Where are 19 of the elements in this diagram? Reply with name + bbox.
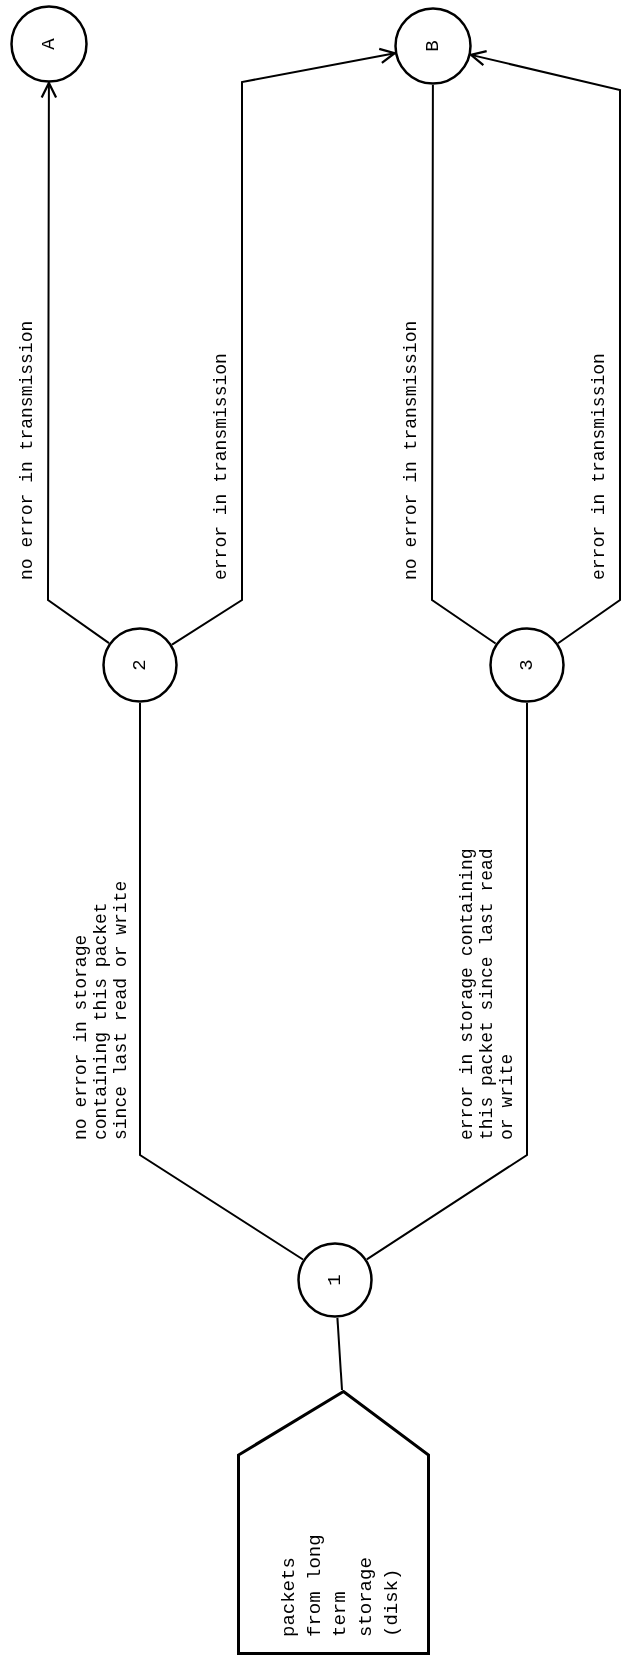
node-label: 1 xyxy=(325,1274,345,1286)
connector-line xyxy=(365,702,528,1261)
arrow xyxy=(171,47,396,646)
state-circle xyxy=(297,1242,373,1318)
node-label: 3 xyxy=(517,659,537,671)
state-circle xyxy=(489,627,565,703)
box-text: packets from long term storage (disk) xyxy=(277,1533,404,1637)
source-box xyxy=(237,1390,430,1655)
connector-line xyxy=(431,84,497,645)
node-label: 2 xyxy=(130,659,150,671)
connector-line xyxy=(336,1316,343,1391)
arrow xyxy=(40,81,110,645)
arrow xyxy=(469,50,621,645)
connector-line xyxy=(139,702,304,1261)
node-label: B xyxy=(423,40,443,52)
state-circle xyxy=(102,627,178,703)
node-label: A xyxy=(39,38,59,50)
state-circle xyxy=(394,7,472,85)
state-circle xyxy=(10,5,88,83)
